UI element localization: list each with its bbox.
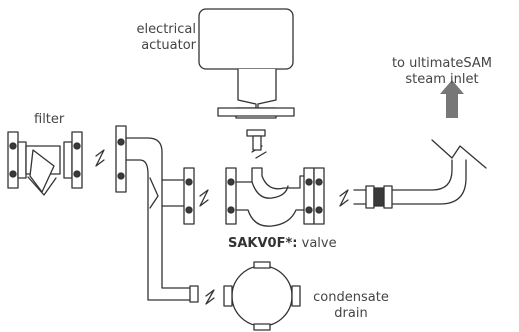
filter-label: filter bbox=[34, 112, 65, 127]
steam-inlet-break bbox=[431, 139, 487, 169]
actuator-label: electrical actuator bbox=[136, 22, 196, 53]
inlet-flange bbox=[115, 125, 127, 193]
valve-label: SAKV0F*: valve bbox=[228, 236, 337, 252]
condensate-drain bbox=[189, 261, 301, 331]
filter bbox=[7, 131, 83, 196]
valve-top-flange bbox=[246, 129, 266, 137]
pipe-to-valve bbox=[161, 179, 185, 207]
tee-flange bbox=[183, 167, 195, 225]
steam-direction-arrow-icon bbox=[440, 80, 464, 118]
pipe-to-drain bbox=[125, 137, 191, 289]
valve-body bbox=[225, 167, 325, 227]
valve-text: valve bbox=[301, 236, 337, 251]
steam-inlet-label: to ultimateSAM steam inlet bbox=[391, 56, 493, 87]
pipe-break-mark bbox=[199, 189, 209, 207]
pipe-break-mark bbox=[95, 149, 105, 167]
threaded-fitting bbox=[353, 185, 393, 209]
actuator-flange bbox=[217, 107, 295, 117]
hose-to-steam-inlet bbox=[391, 159, 467, 205]
actuator-stem bbox=[235, 68, 277, 119]
electrical-actuator bbox=[198, 8, 294, 70]
valve-code: SAKV0F*: bbox=[228, 236, 298, 251]
pipe-break-mark bbox=[339, 189, 349, 207]
condensate-label: condensate drain bbox=[313, 290, 389, 321]
